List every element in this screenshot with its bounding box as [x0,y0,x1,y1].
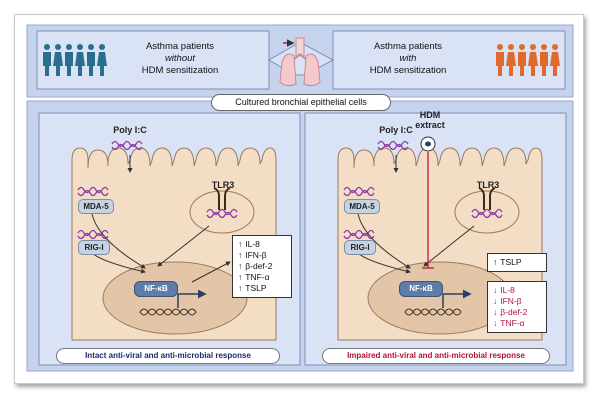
right-header-line3: HDM sensitization [369,65,447,76]
left-nucleus [102,261,248,335]
right-header-text: Asthma patients with HDM sensitization [338,41,478,77]
marker-label: TNF-α [500,318,525,328]
left-header-text: Asthma patients without HDM sensitizatio… [100,41,260,77]
marker-label: TSLP [245,283,267,293]
marker-label: IFN-β [245,250,267,260]
left-header-line3: HDM sensitization [141,65,219,76]
right-header-box [332,30,566,90]
left-marker-row: ↑IFN-β [238,250,286,261]
marker-label: β-def-2 [245,261,273,271]
person-icon [65,44,73,76]
up-arrow-icon: ↑ [238,239,243,249]
right-rigi-chip: RIG-I [344,240,376,255]
left-tlr3-label: TLR3 [211,180,235,190]
left-polyic-label: Poly I:C [113,125,147,135]
right-tlr3-label: TLR3 [476,180,500,190]
right-transcription-arrow [442,289,472,308]
left-endosome [189,190,255,234]
left-marker-row: ↑IL-8 [238,239,286,250]
mite-icon [420,136,436,152]
down-arrow-icon: ↓ [493,296,498,306]
person-icon [43,44,51,76]
right-tslp-row: ↑TSLP [493,257,541,268]
lungs-icon [279,37,321,87]
left-marker-row: ↑TSLP [238,283,286,294]
marker-label: TNF-α [245,272,270,282]
person-icon [53,44,63,76]
marker-label: IL-8 [500,285,515,295]
right-polyic-label: Poly I:C [379,125,413,135]
person-icon [97,44,107,76]
right-header-line1: Asthma patients [373,41,443,52]
right-footer-label: Impaired anti-viral and anti-microbial r… [322,348,550,364]
marker-label: IFN-β [500,296,522,306]
hdm-label-line2: extract [415,120,445,130]
left-marker-row: ↑TNF-α [238,272,286,283]
right-mda5-chip: MDA-5 [344,199,380,214]
right-patient-icons [496,44,560,76]
left-mda5-chip: MDA-5 [78,199,114,214]
hdm-extract-label: HDM extract [410,110,450,130]
left-rigi-chip: RIG-I [78,240,110,255]
marker-label: IL-8 [245,239,260,249]
right-endosome [454,190,520,234]
left-patient-icons [43,44,107,76]
left-footer-label: Intact anti-viral and anti-microbial res… [56,348,280,364]
person-icon [506,44,516,76]
right-tslp-box: ↑TSLP [487,253,547,272]
person-icon [87,44,95,76]
person-icon [518,44,526,76]
up-arrow-icon: ↑ [238,250,243,260]
dsrna-icons [77,140,503,240]
left-nfkb-chip: NF-κB [134,281,178,297]
up-arrow-icon: ↑ [238,283,243,293]
person-icon [528,44,538,76]
hdm-inhibition [422,152,434,269]
tlr3-receptors [213,187,496,210]
right-marker-row: ↓β-def-2 [493,307,541,318]
left-marker-row: ↑β-def-2 [238,261,286,272]
person-icon [550,44,560,76]
left-header-line2: without [164,53,196,64]
left-transcription-arrow [177,289,207,308]
up-arrow-icon: ↑ [493,257,498,267]
person-icon [540,44,548,76]
right-marker-row: ↓IFN-β [493,296,541,307]
right-nfkb-chip: NF-κB [399,281,443,297]
down-arrow-icon: ↓ [493,318,498,328]
person-icon [75,44,85,76]
right-marker-row: ↓IL-8 [493,285,541,296]
down-arrow-icon: ↓ [493,307,498,317]
dna-helices [139,308,462,316]
marker-label: TSLP [500,257,522,267]
up-arrow-icon: ↑ [238,272,243,282]
down-arrow-icon: ↓ [493,285,498,295]
hdm-label-line1: HDM [419,110,441,120]
left-header-box [36,30,270,90]
marker-label: β-def-2 [500,307,528,317]
left-marker-box: ↑IL-8 ↑IFN-β ↑β-def-2 ↑TNF-α ↑TSLP [232,235,292,298]
left-header-line1: Asthma patients [145,41,215,52]
right-header-line2: with [399,53,417,64]
person-icon [496,44,504,76]
up-arrow-icon: ↑ [238,261,243,271]
right-marker-row: ↓TNF-α [493,318,541,329]
right-marker-box: ↓IL-8 ↓IFN-β ↓β-def-2 ↓TNF-α [487,281,547,333]
cells-label: Cultured bronchial epithelial cells [211,94,391,111]
